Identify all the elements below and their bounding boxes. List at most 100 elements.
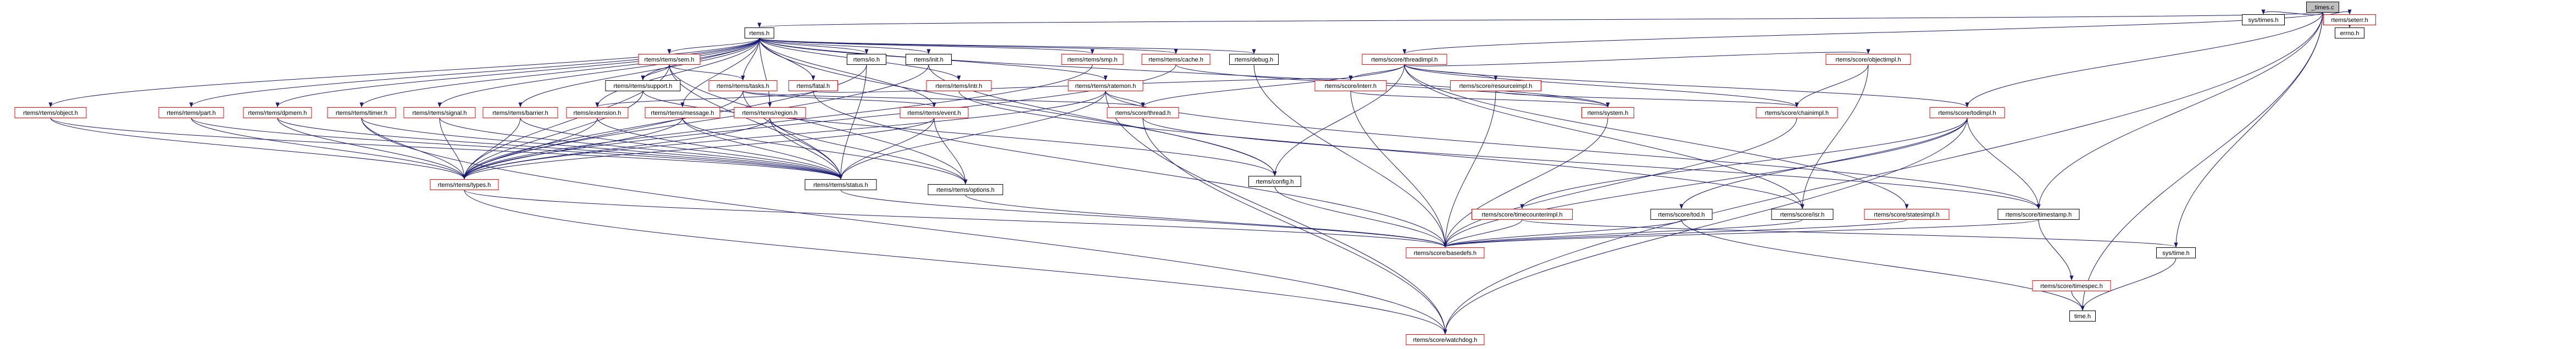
node-box-seterr_h[interactable] [2323, 14, 2376, 25]
node-box-ratemon_h[interactable] [1068, 80, 1143, 91]
graph-node-message_h[interactable]: rtems/rtems/message.h [645, 107, 720, 118]
node-box-options_h[interactable] [928, 184, 1003, 195]
node-box-errno_h[interactable] [2335, 27, 2364, 38]
graph-node-options_h[interactable]: rtems/rtems/options.h [928, 184, 1003, 195]
graph-node-status_h[interactable]: rtems/rtems/status.h [804, 179, 877, 190]
graph-node-io_h[interactable]: rtems/io.h [847, 54, 886, 65]
graph-node-dpmem_h[interactable]: rtems/rtems/dpmem.h [243, 107, 312, 118]
graph-node-system_h[interactable]: rtems/system.h [1581, 107, 1634, 118]
node-box-sys_times_h[interactable] [2242, 14, 2285, 25]
graph-node-barrier_h[interactable]: rtems/rtems/barrier.h [482, 107, 558, 118]
include-edge-objectimpl_h-to-isr_h [1800, 64, 1869, 209]
graph-node-extension_h[interactable]: rtems/extension.h [566, 107, 629, 118]
graph-node-watchdog_h[interactable]: rtems/score/watchdog.h [1406, 334, 1485, 345]
node-box-tod_h[interactable] [1650, 209, 1713, 220]
graph-node-rtems_h[interactable]: rtems.h [745, 27, 774, 38]
node-box-smp_h[interactable] [1061, 54, 1124, 65]
graph-node-seterr_h[interactable]: rtems/seterr.h [2323, 14, 2376, 25]
graph-node-region_h[interactable]: rtems/rtems/region.h [734, 107, 806, 118]
graph-node-tasks_h[interactable]: rtems/rtems/tasks.h [708, 80, 778, 91]
node-box-watchdog_h[interactable] [1406, 334, 1485, 345]
node-box-types_h[interactable] [430, 179, 499, 190]
node-box-io_h[interactable] [847, 54, 886, 65]
graph-node-errno_h[interactable]: errno.h [2335, 27, 2364, 38]
node-box-part_h[interactable] [158, 107, 224, 118]
graph-node-objectimpl_h[interactable]: rtems/score/objectimpl.h [1825, 54, 1911, 65]
graph-node-intr_h[interactable]: rtems/rtems/intr.h [926, 80, 992, 91]
node-box-dpmem_h[interactable] [243, 107, 312, 118]
node-box-status_h[interactable] [804, 179, 877, 190]
node-box-tasks_h[interactable] [708, 80, 778, 91]
node-label-timestamp_h: rtems/score/timestamp.h [2006, 212, 2072, 218]
node-box-chainimpl_h[interactable] [1756, 107, 1838, 118]
node-box-barrier_h[interactable] [482, 107, 558, 118]
node-box-event_h[interactable] [900, 107, 969, 118]
node-box-message_h[interactable] [645, 107, 720, 118]
node-box-rtems_h[interactable] [745, 27, 774, 38]
graph-node-thread_h[interactable]: rtems/score/thread.h [1107, 107, 1179, 118]
node-box-signal_h[interactable] [403, 107, 476, 118]
node-box-todimpl_h[interactable] [1929, 107, 2005, 118]
include-edge-threadimpl_h-to-thread_h [1141, 64, 1405, 108]
node-box-intr_h[interactable] [926, 80, 992, 91]
graph-node-cache_h[interactable]: rtems/rtems/cache.h [1141, 54, 1211, 65]
node-box-threadimpl_h[interactable] [1362, 54, 1447, 65]
node-box-fatal_h[interactable] [789, 80, 838, 91]
graph-node-debug_h[interactable]: rtems/debug.h [1229, 54, 1279, 65]
graph-node-support_h[interactable]: rtems/rtems/support.h [605, 80, 681, 91]
graph-node-sys_times_h[interactable]: sys/times.h [2242, 14, 2285, 25]
node-box-timestamp_h[interactable] [1997, 209, 2080, 220]
node-box-times_c[interactable] [2306, 2, 2339, 13]
node-box-region_h[interactable] [734, 107, 806, 118]
graph-node-object_h[interactable]: rtems/rtems/object.h [14, 107, 87, 118]
node-box-debug_h[interactable] [1229, 54, 1279, 65]
graph-node-sem_h[interactable]: rtems/rtems/sem.h [638, 54, 701, 65]
node-box-timecounterimpl_h[interactable] [1472, 209, 1573, 220]
node-box-timespec_h[interactable] [2032, 280, 2111, 291]
node-box-thread_h[interactable] [1107, 107, 1179, 118]
node-box-support_h[interactable] [605, 80, 681, 91]
node-box-config_h[interactable] [1248, 176, 1301, 187]
node-box-resourceimpl_h[interactable] [1450, 80, 1541, 91]
graph-node-timestamp_h[interactable]: rtems/score/timestamp.h [1997, 209, 2080, 220]
node-box-object_h[interactable] [14, 107, 87, 118]
node-box-sem_h[interactable] [638, 54, 701, 65]
node-box-basedefs_h[interactable] [1406, 247, 1485, 258]
graph-node-times_c[interactable]: _times.c [2306, 2, 2339, 13]
graph-node-interr_h[interactable]: rtems/score/interr.h [1314, 80, 1387, 91]
graph-node-timespec_h[interactable]: rtems/score/timespec.h [2032, 280, 2111, 291]
graph-node-part_h[interactable]: rtems/rtems/part.h [158, 107, 224, 118]
node-box-isr_h[interactable] [1771, 209, 1834, 220]
node-box-objectimpl_h[interactable] [1825, 54, 1911, 65]
node-box-time_h[interactable] [2069, 311, 2096, 322]
graph-node-chainimpl_h[interactable]: rtems/score/chainimpl.h [1756, 107, 1838, 118]
graph-node-smp_h[interactable]: rtems/rtems/smp.h [1061, 54, 1124, 65]
node-box-statesimpl_h[interactable] [1864, 209, 1950, 220]
node-box-init_h[interactable] [906, 54, 952, 65]
graph-node-types_h[interactable]: rtems/rtems/types.h [430, 179, 499, 190]
graph-node-signal_h[interactable]: rtems/rtems/signal.h [403, 107, 476, 118]
node-box-cache_h[interactable] [1141, 54, 1211, 65]
graph-node-event_h[interactable]: rtems/rtems/event.h [900, 107, 969, 118]
node-box-interr_h[interactable] [1314, 80, 1387, 91]
node-box-extension_h[interactable] [566, 107, 629, 118]
include-edge-rtems_h-to-dpmem_h [275, 38, 760, 108]
graph-node-ratemon_h[interactable]: rtems/rtems/ratemon.h [1068, 80, 1143, 91]
graph-node-fatal_h[interactable]: rtems/fatal.h [789, 80, 838, 91]
graph-node-statesimpl_h[interactable]: rtems/score/statesimpl.h [1864, 209, 1950, 220]
graph-node-threadimpl_h[interactable]: rtems/score/threadimpl.h [1362, 54, 1447, 65]
graph-node-tod_h[interactable]: rtems/score/tod.h [1650, 209, 1713, 220]
node-box-sys_time_h[interactable] [2156, 247, 2196, 258]
graph-node-todimpl_h[interactable]: rtems/score/todimpl.h [1929, 107, 2005, 118]
graph-node-timer_h[interactable]: rtems/rtems/timer.h [327, 107, 396, 118]
graph-node-init_h[interactable]: rtems/init.h [906, 54, 952, 65]
graph-node-basedefs_h[interactable]: rtems/score/basedefs.h [1406, 247, 1485, 258]
graph-node-timecounterimpl_h[interactable]: rtems/score/timecounterimpl.h [1472, 209, 1573, 220]
graph-node-sys_time_h[interactable]: sys/time.h [2156, 247, 2196, 258]
node-box-system_h[interactable] [1581, 107, 1634, 118]
graph-node-config_h[interactable]: rtems/config.h [1248, 176, 1301, 187]
graph-node-resourceimpl_h[interactable]: rtems/score/resourceimpl.h [1450, 80, 1541, 91]
graph-node-time_h[interactable]: time.h [2069, 311, 2096, 322]
node-box-timer_h[interactable] [327, 107, 396, 118]
graph-node-isr_h[interactable]: rtems/score/isr.h [1771, 209, 1834, 220]
